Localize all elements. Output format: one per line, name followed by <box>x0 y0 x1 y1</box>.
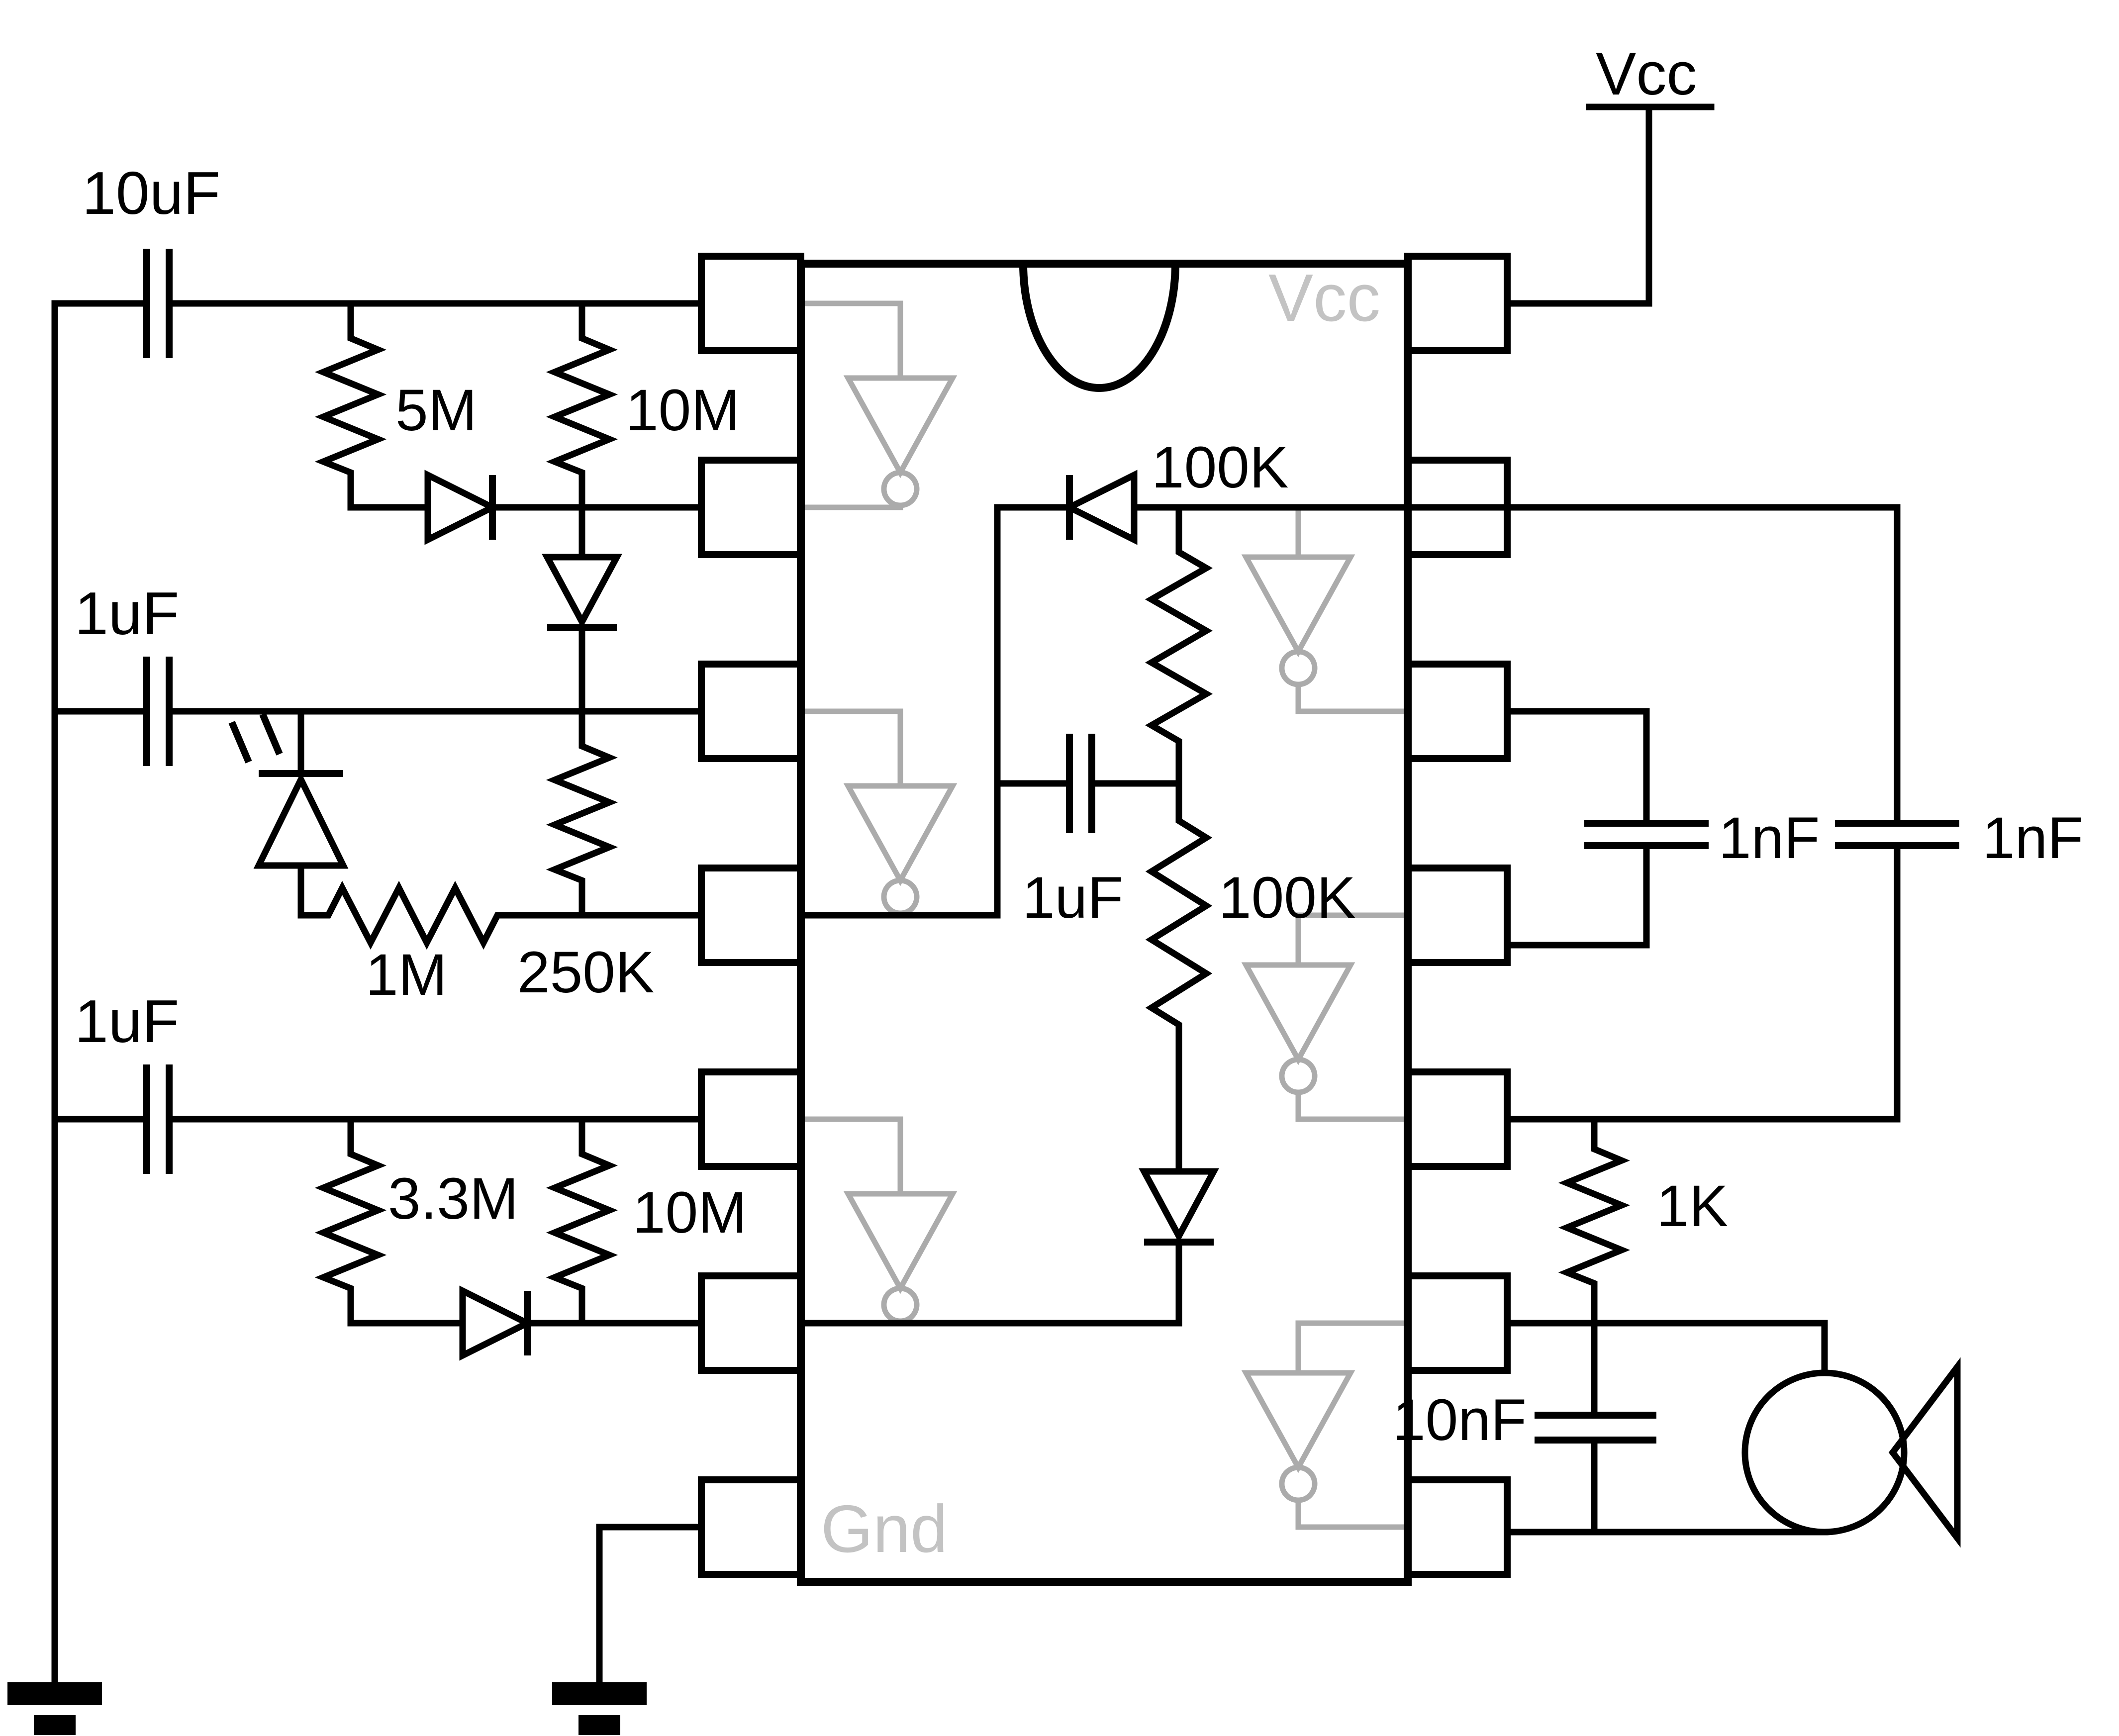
label-r-3.3m: 3.3M <box>388 1166 518 1232</box>
ic-pin-box-5 <box>698 1068 804 1170</box>
led-light-marks <box>228 713 283 764</box>
pin7-ground-wire <box>596 1524 705 1691</box>
ground-symbol-ic <box>552 1682 647 1735</box>
inverter-gate-1 <box>801 300 958 510</box>
resistor-100k-bottom <box>1145 783 1213 1064</box>
c5-pin11-wire <box>1504 842 1650 949</box>
ic-left-pin-boxes <box>698 253 804 1578</box>
labels: 10uF 5M 10M 1uF 1M 250K 1uF 3.3M 10M 100… <box>75 40 2083 1566</box>
ic-pin-box-10 <box>1404 1068 1511 1170</box>
capacitor-1nf-right <box>1835 820 1959 849</box>
diode-d1 <box>424 470 500 545</box>
ic-pin-box-3 <box>698 661 804 762</box>
vcc-pin14-wire <box>1504 103 1652 307</box>
ground-rail-wire <box>51 300 150 1691</box>
ground-symbol-left <box>7 1682 102 1735</box>
ic-pin-box-1 <box>698 253 804 354</box>
diodes <box>228 470 1219 1361</box>
ic-right-pin-boxes <box>1404 253 1511 1578</box>
inverter-gate-4 <box>1241 507 1408 714</box>
label-c1: 10uF <box>82 159 220 227</box>
ic-pin-box-2 <box>698 457 804 558</box>
label-ic-gnd-pin: Gnd <box>821 1491 948 1566</box>
resistor-10m-top <box>546 303 618 507</box>
label-r-1m: 1M <box>366 942 447 1008</box>
diode-d4 <box>1139 1061 1219 1327</box>
label-r-10m-top: 10M <box>626 378 740 443</box>
label-r-100k-top: 100K <box>1152 435 1289 500</box>
label-r-100k-bottom: 100K <box>1219 865 1356 931</box>
pin12-c5-wire <box>1504 708 1650 827</box>
ic-pin-box-14 <box>1404 253 1511 354</box>
diode-d2 <box>542 504 622 715</box>
label-c7: 10nF <box>1393 1387 1527 1453</box>
inverter-gate-2 <box>801 708 958 918</box>
capacitors <box>143 249 1959 1444</box>
capacitor-1uf-2 <box>143 657 173 766</box>
ic-hex-schmitt-inverter <box>698 253 1511 1586</box>
inverter-gate-6 <box>1241 1320 1408 1530</box>
ic-pin-box-8 <box>1404 1476 1511 1578</box>
label-c4: 1uF <box>1022 865 1123 931</box>
inverter-gate-5 <box>1241 912 1408 1122</box>
label-r-250k: 250K <box>517 940 655 1005</box>
capacitor-10nf <box>1535 1412 1656 1444</box>
speaker-driver-circle <box>1741 1369 1908 1536</box>
label-vcc-supply: Vcc <box>1596 40 1697 107</box>
resistors <box>301 303 1631 1323</box>
led <box>228 708 349 919</box>
inverter-gate-3 <box>801 1116 958 1326</box>
label-c3: 1uF <box>75 987 179 1055</box>
label-c5: 1nF <box>1719 805 1820 871</box>
resistor-100k-top <box>1145 507 1213 783</box>
diode-d5-mid <box>1062 470 1138 545</box>
resistor-1k <box>1558 1119 1631 1323</box>
speaker-horn-icon <box>1888 1357 1961 1548</box>
capacitor-1uf-3 <box>143 1064 173 1174</box>
ic-pin-box-11 <box>1404 865 1511 966</box>
ic-pin-box-13 <box>1404 457 1511 558</box>
capacitor-1uf-mid <box>994 734 1182 833</box>
label-r-1k: 1K <box>1656 1173 1728 1239</box>
resistor-250k <box>546 711 618 915</box>
wires <box>51 103 1901 1691</box>
ic-notch <box>1019 263 1179 392</box>
label-c2: 1uF <box>75 579 179 647</box>
label-r-10m-bottom: 10M <box>633 1180 747 1246</box>
resistor-10m-bottom <box>546 1119 618 1323</box>
resistor-3.3m <box>314 1119 387 1323</box>
resistor-5m <box>314 303 387 507</box>
resistor-1m <box>301 880 582 950</box>
ic-pin-box-7 <box>698 1476 804 1578</box>
diode-d3 <box>459 1285 535 1361</box>
pin9-speaker-wire <box>1504 1320 1828 1376</box>
capacitor-10uf <box>143 249 173 358</box>
capacitor-1nf-left <box>1584 820 1709 849</box>
ic-pin-box-4 <box>698 865 804 966</box>
label-ic-vcc-pin: Vcc <box>1268 260 1380 335</box>
ic-pin-box-12 <box>1404 661 1511 762</box>
label-c6: 1nF <box>1982 805 2083 871</box>
ic-pin-box-9 <box>1404 1272 1511 1374</box>
ic-pin-box-6 <box>698 1272 804 1374</box>
speaker <box>1741 1357 1961 1548</box>
label-r-5m: 5M <box>395 378 477 443</box>
